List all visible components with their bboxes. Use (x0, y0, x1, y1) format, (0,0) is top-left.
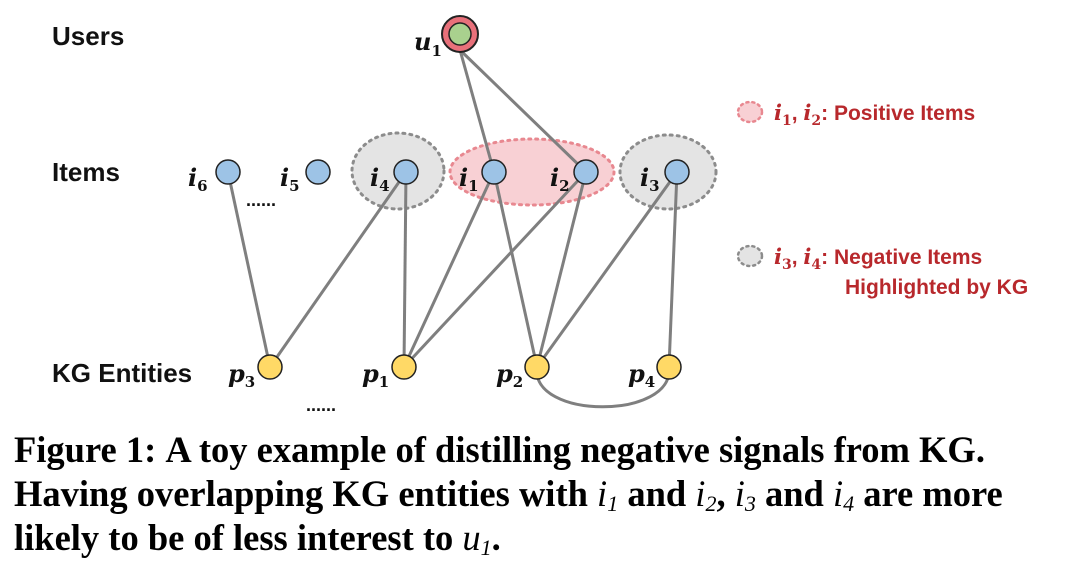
edges (226, 48, 679, 409)
label-p3: p3 (228, 359, 255, 391)
caption-comma: , (716, 473, 726, 514)
entities-ellipsis: ...... (306, 395, 336, 415)
caption-math-i1: i1 (597, 473, 619, 516)
label-p1: p1 (362, 359, 389, 391)
item-node-i4 (393, 159, 419, 185)
label-i4: i4 (370, 163, 390, 195)
row-label-entities: KG Entities (52, 358, 192, 388)
edge-u1-i2 (458, 48, 588, 174)
positive-highlight-i1-i2 (448, 137, 616, 207)
caption-math-i4: i4 (832, 473, 855, 516)
edge-i2-p2 (535, 171, 588, 368)
item-node-i3 (664, 159, 690, 185)
caption-and-2: and (764, 473, 824, 514)
legend-positive-swatch (736, 100, 764, 124)
edge-p2-p4 (535, 366, 671, 409)
label-p2: p2 (496, 359, 523, 391)
label-i3: i3 (640, 163, 660, 195)
entity-node-p3 (257, 354, 283, 380)
edge-u1-i1 (458, 49, 496, 173)
caption-label: Figure 1: (14, 429, 157, 470)
edge-i4-p3 (268, 171, 408, 368)
caption-and-1: and (627, 473, 687, 514)
items-ellipsis: ...... (246, 190, 276, 210)
row-label-users: Users (52, 21, 124, 51)
item-node-i5 (305, 159, 331, 185)
caption-math-i2: i2 (695, 473, 717, 516)
edge-i6-p3 (226, 171, 272, 368)
entity-node-p1 (391, 354, 417, 380)
entity-node-p4 (656, 354, 682, 380)
legend-negative-label-line2: Highlighted by KG (845, 276, 1028, 299)
user-node-u1 (441, 15, 479, 53)
item-node-i6 (215, 159, 241, 185)
edge-i3-p4 (667, 171, 679, 368)
caption-text-2: are more likely to be of less interest t… (14, 473, 1003, 558)
label-i6: i6 (188, 163, 208, 195)
label-i5: i5 (280, 163, 300, 195)
caption-text-1: A toy example of distilling negative sig… (14, 429, 985, 514)
caption-math-i3: i3 (734, 473, 756, 516)
label-u1: u1 (414, 27, 442, 60)
figure-caption: Figure 1: A toy example of distilling ne… (14, 428, 1074, 560)
legend-negative-label: i3, i4: Negative Items (774, 244, 982, 273)
caption-math-u1: u1 (462, 517, 492, 560)
kg-diagram: Users Items KG Entities u1 i6 i5 i4 i1 i… (52, 15, 1028, 415)
label-i1: i1 (459, 163, 479, 195)
edge-i2-p1 (402, 170, 588, 369)
edge-i3-p2 (535, 171, 679, 368)
caption-end: . (491, 517, 501, 558)
edge-i1-p2 (492, 171, 539, 368)
entity-node-p2 (524, 354, 550, 380)
edge-i4-p1 (402, 171, 408, 368)
legend-negative-swatch (736, 244, 764, 268)
legend: i1, i2: Positive Items i3, i4: Negative … (736, 100, 1028, 299)
legend-positive-label: i1, i2: Positive Items (774, 100, 975, 129)
label-p4: p4 (628, 359, 655, 391)
item-node-i2 (573, 159, 599, 185)
row-label-items: Items (52, 157, 120, 187)
edge-i1-p1 (402, 171, 496, 368)
label-i2: i2 (550, 163, 570, 195)
item-node-i1 (481, 159, 507, 185)
